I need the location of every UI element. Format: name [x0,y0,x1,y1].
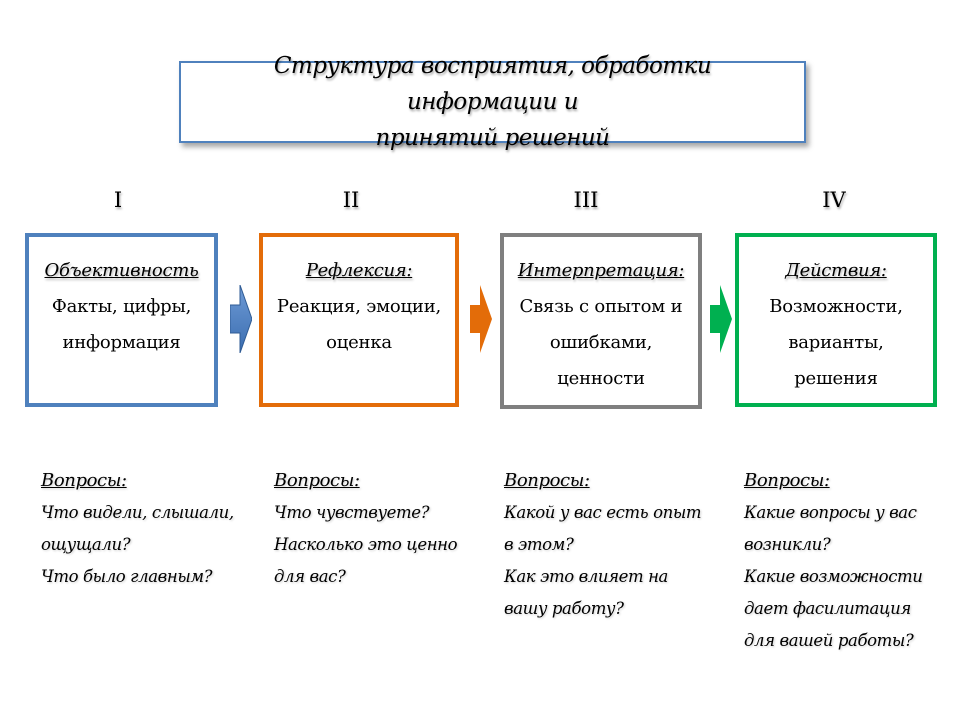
stage-2-questions: Вопросы: Что чувствуете? Насколько это ц… [274,465,489,593]
question-line: Что видели, слышали, [41,503,234,522]
question-line: возникли? [744,535,831,554]
stage-4-numeral: IV [822,188,846,212]
stage-2-box: Рефлексия: Реакция, эмоции, оценка [259,233,459,407]
arrow-right-icon [470,285,492,353]
stage-4-questions: Вопросы: Какие вопросы у вас возникли? К… [744,465,954,657]
questions-title: Вопросы: [274,470,360,491]
stage-1-box: Объективность Факты, цифры, информация [25,233,218,407]
question-line: в этом? [504,535,574,554]
question-line: Какие вопросы у вас [744,503,917,522]
stage-2-body-line-2: оценка [326,332,392,353]
stage-1-questions: Вопросы: Что видели, слышали, ощущали? Ч… [41,465,256,593]
stage-4-body-line-3: решения [794,368,878,389]
title-line-2: принятий решений [375,125,610,151]
question-line: Насколько это ценно [274,535,458,554]
question-line: дает фасилитация [744,599,911,618]
questions-title: Вопросы: [41,470,127,491]
question-line: Как это влияет на [504,567,668,586]
stage-3-body-line-1: Связь с опытом и [519,296,683,317]
stage-3-numeral: III [573,188,599,212]
stage-2-heading: Рефлексия: [305,260,413,281]
question-line: Что было главным? [41,567,213,586]
question-line: для вашей работы? [744,631,914,650]
questions-title: Вопросы: [744,470,830,491]
stage-4-box: Действия: Возможности, варианты, решения [735,233,937,407]
stage-1-heading: Объективность [44,260,199,281]
stage-3-body-line-3: ценности [557,368,645,389]
question-line: Какой у вас есть опыт [504,503,702,522]
question-line: Какие возможности [744,567,923,586]
question-line: для вас? [274,567,346,586]
stage-4-heading: Действия: [785,260,887,281]
stage-2-numeral: II [342,188,360,212]
stage-2-body-line-1: Реакция, эмоции, [276,296,442,317]
diagram-title-box: Структура восприятия, обработки информац… [179,53,806,151]
stage-1-numeral: I [113,188,123,212]
stage-1-body-line-2: информация [62,332,181,353]
stage-3-heading: Интерпретация: [517,260,685,281]
stage-3-body-line-2: ошибками, [549,332,653,353]
stage-4-body-line-1: Возможности, [769,296,903,317]
diagram-title: Структура восприятия, обработки информац… [203,48,783,156]
title-line-1: Структура восприятия, обработки информац… [273,53,712,115]
question-line: Что чувствуете? [274,503,430,522]
stage-3-questions: Вопросы: Какой у вас есть опыт в этом? К… [504,465,719,625]
question-line: ощущали? [41,535,131,554]
stage-4-body-line-2: варианты, [788,332,884,353]
question-line: вашу работу? [504,599,624,618]
questions-title: Вопросы: [504,470,590,491]
stage-3-box: Интерпретация: Связь с опытом и ошибками… [500,233,702,409]
stage-1-body-line-1: Факты, цифры, [51,296,192,317]
arrow-right-icon [230,285,252,353]
arrow-right-icon [710,285,732,353]
